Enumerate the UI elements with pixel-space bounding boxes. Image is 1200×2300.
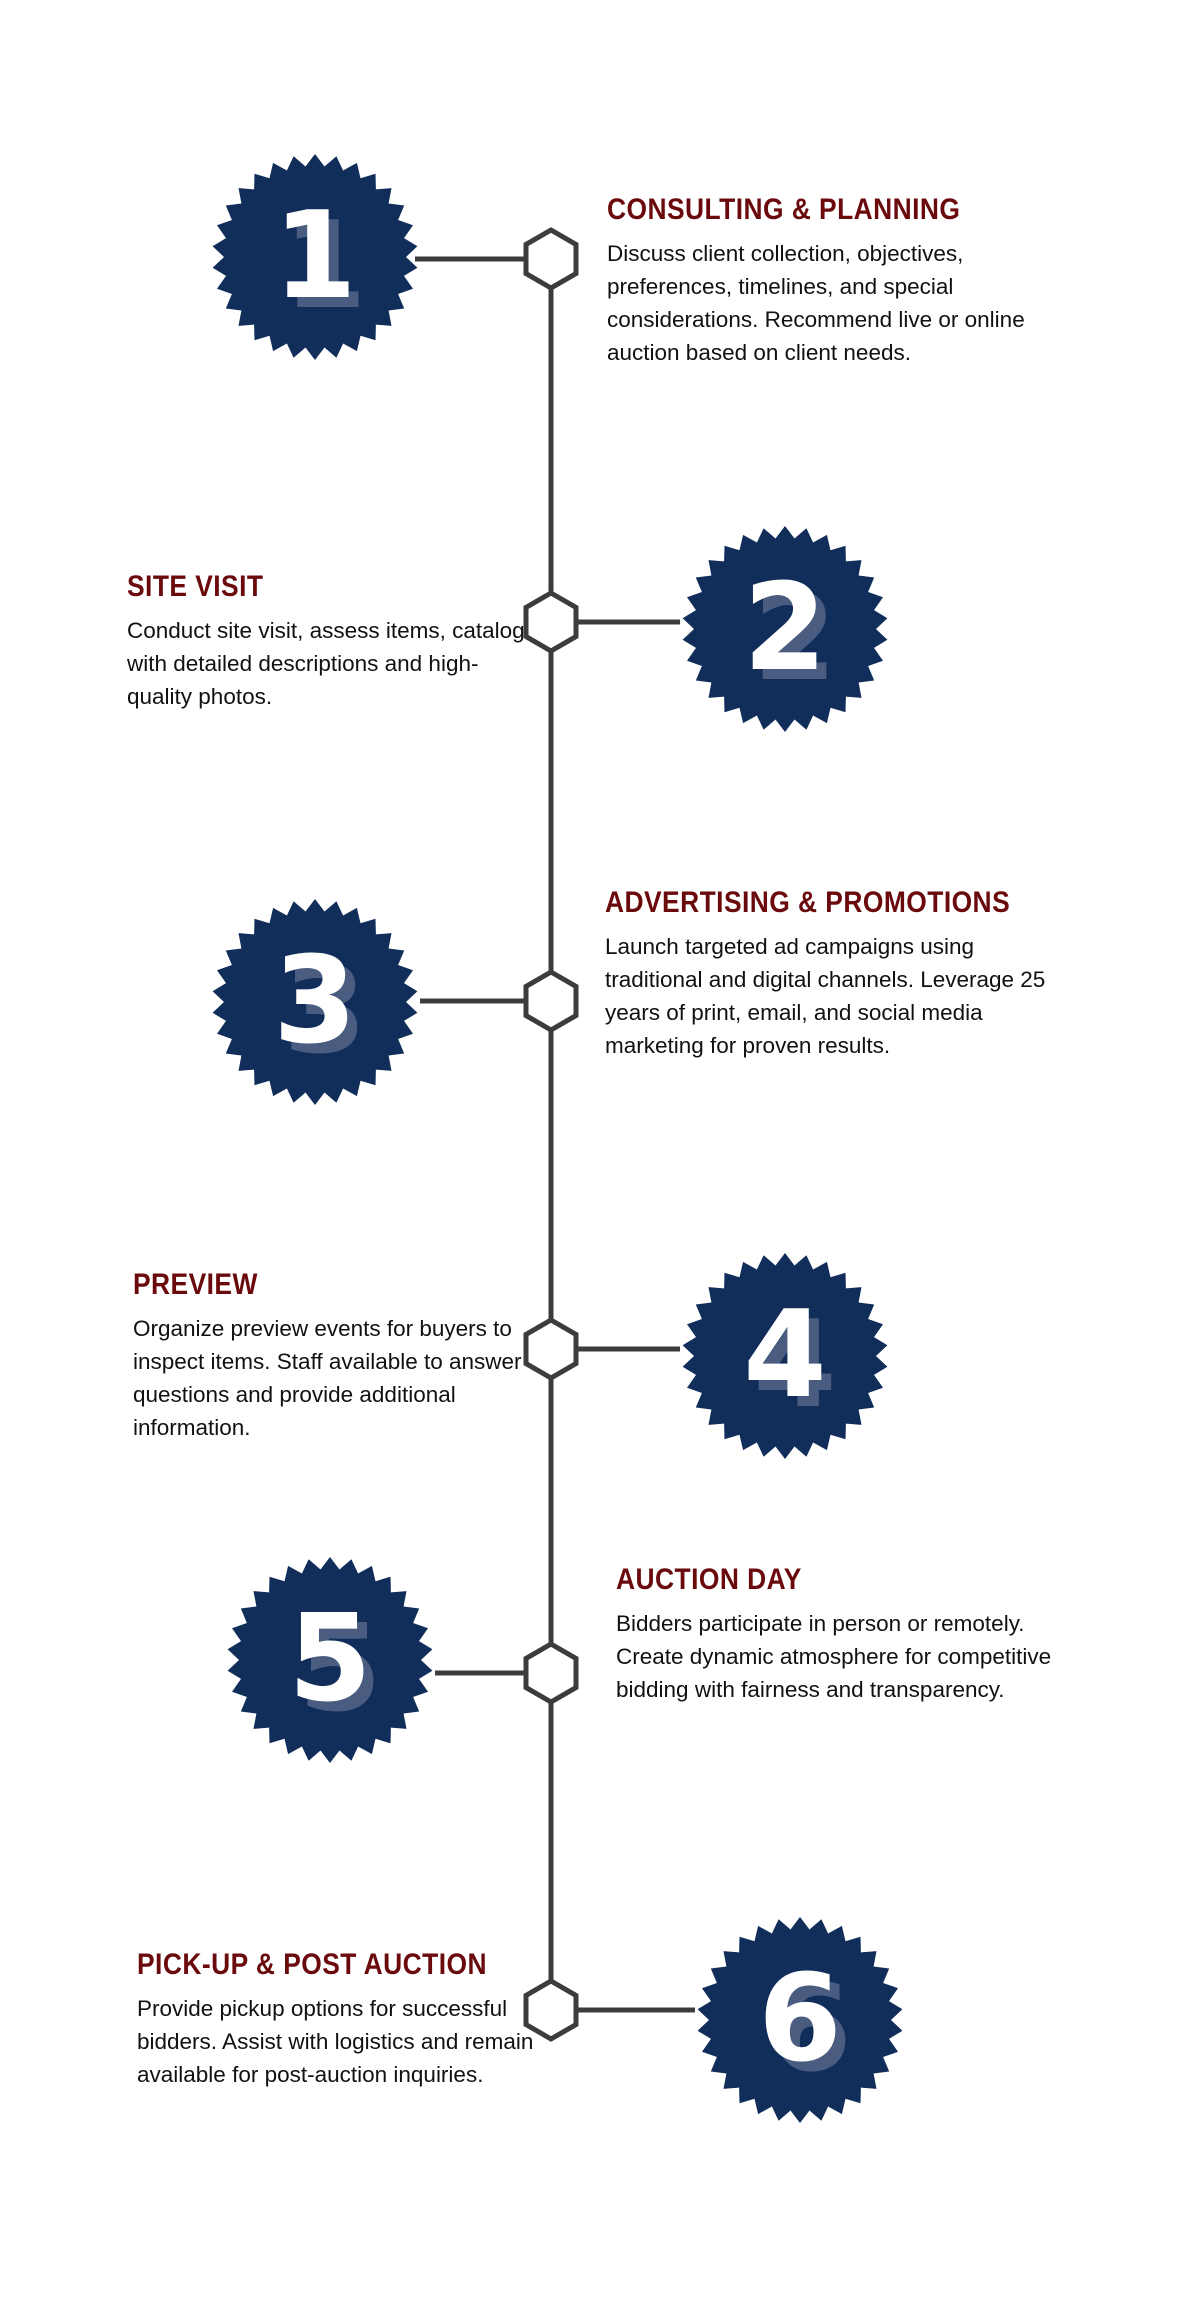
step-2-text: SITE VISIT Conduct site visit, assess it… [127,570,537,713]
step-title: PICK-UP & POST AUCTION [137,1948,487,1981]
step-title: SITE VISIT [127,570,264,603]
step-title: AUCTION DAY [616,1563,802,1596]
starburst-shape [212,154,418,360]
step-1-badge: 1 [210,152,420,362]
step-3-badge: 3 [210,897,420,1107]
starburst-shape [227,1557,433,1763]
step-description: Bidders participate in person or remotel… [616,1611,1052,1702]
step-5-text: AUCTION DAY Bidders participate in perso… [616,1563,1066,1706]
step-1-text: CONSULTING & PLANNING Discuss client col… [607,193,1047,369]
starburst-shape [212,899,418,1105]
step-number: 1 [273,187,357,326]
step-description: Conduct site visit, assess items, catalo… [127,618,525,709]
step-number: 3 [273,932,357,1071]
step-description: Discuss client collection, objectives, p… [607,241,1025,365]
hexagon-node-icon [523,1978,579,2042]
step-4-badge: 4 [680,1251,890,1461]
step-5-badge: 5 [225,1555,435,1765]
step-number: 5 [288,1590,372,1729]
starburst-shape [697,1917,903,2123]
step-2-badge: 2 [680,524,890,734]
hexagon-node-icon [523,969,579,1033]
step-number: 2 [743,559,827,698]
step-number: 6 [758,1950,842,2089]
step-3-text: ADVERTISING & PROMOTIONS Launch targeted… [605,886,1055,1062]
starburst-shape [682,526,888,732]
step-title: CONSULTING & PLANNING [607,193,961,226]
hexagon-node-icon [523,1641,579,1705]
step-description: Provide pickup options for successful bi… [137,1996,534,2087]
hexagon-node-icon [523,227,579,291]
step-description: Organize preview events for buyers to in… [133,1316,522,1440]
step-6-badge: 6 [695,1915,905,2125]
step-title: ADVERTISING & PROMOTIONS [605,886,1011,919]
hexagon-node-icon [523,1317,579,1381]
step-title: PREVIEW [133,1268,258,1301]
step-description: Launch targeted ad campaigns using tradi… [605,934,1046,1058]
step-6-text: PICK-UP & POST AUCTION Provide pickup op… [137,1948,547,2091]
hexagon-node-icon [523,590,579,654]
starburst-shape [682,1253,888,1459]
step-number: 4 [743,1286,827,1425]
step-4-text: PREVIEW Organize preview events for buye… [133,1268,543,1444]
